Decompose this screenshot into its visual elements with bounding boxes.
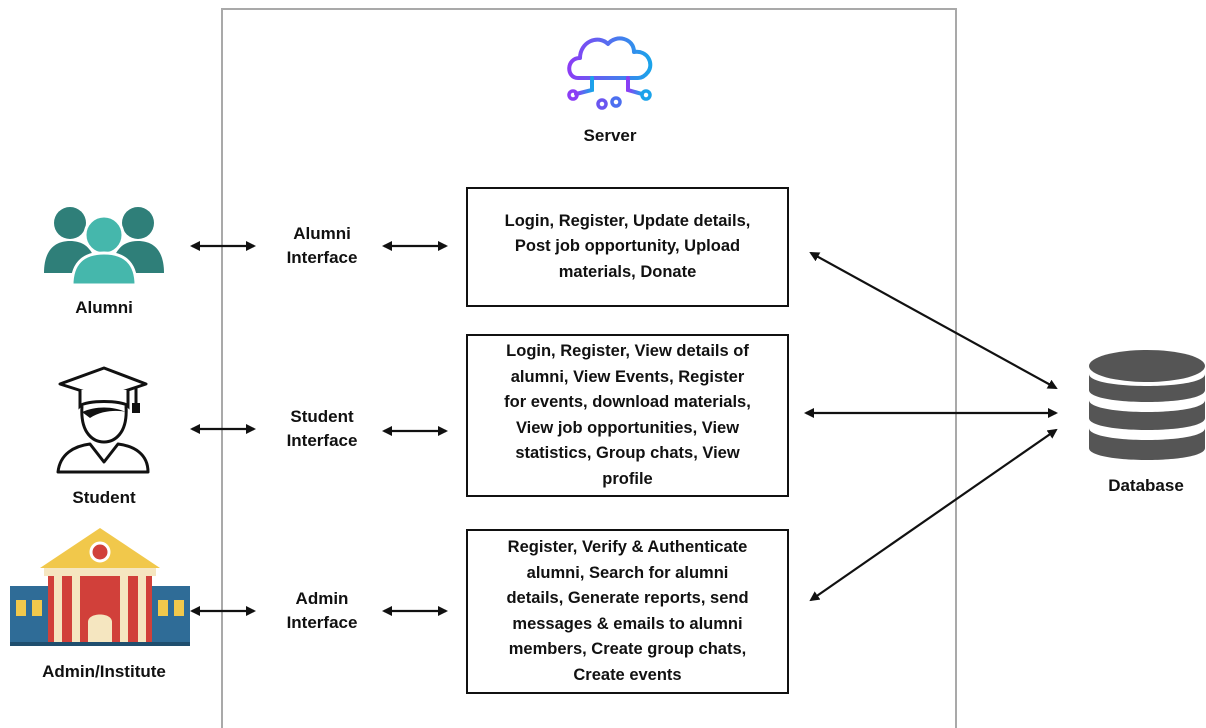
- interface-label-admin: Admin Interface: [286, 589, 358, 632]
- arrow-box-admin-to-database: [809, 428, 1058, 602]
- feature-text-student: Login, Register, View details of alumni,…: [504, 342, 751, 488]
- actor-label-admin: Admin/Institute: [42, 662, 166, 681]
- interface-label-alumni: Alumni Interface: [286, 224, 358, 267]
- feature-text-alumni: Login, Register, Update details, Post jo…: [504, 211, 751, 281]
- people-group-icon: [44, 207, 164, 287]
- feature-text-admin: Register, Verify & Authenticate alumni, …: [506, 538, 749, 684]
- connector-arrows: [190, 241, 1058, 616]
- arrow-box-alumni-to-database: [809, 252, 1058, 389]
- institute-building-icon: [10, 528, 190, 646]
- feature-box-alumni: Login, Register, Update details, Post jo…: [466, 187, 789, 307]
- cloud-server-icon: [567, 36, 653, 110]
- graduate-student-icon: [56, 366, 150, 474]
- database-icon: [1089, 350, 1205, 460]
- feature-box-admin: Register, Verify & Authenticate alumni, …: [466, 529, 789, 694]
- feature-box-student: Login, Register, View details of alumni,…: [466, 334, 789, 497]
- database-label: Database: [1108, 476, 1184, 495]
- interface-label-student: Student Interface: [286, 407, 358, 450]
- actor-label-student: Student: [72, 488, 136, 507]
- actor-label-alumni: Alumni: [75, 298, 133, 317]
- server-label: Server: [583, 126, 637, 145]
